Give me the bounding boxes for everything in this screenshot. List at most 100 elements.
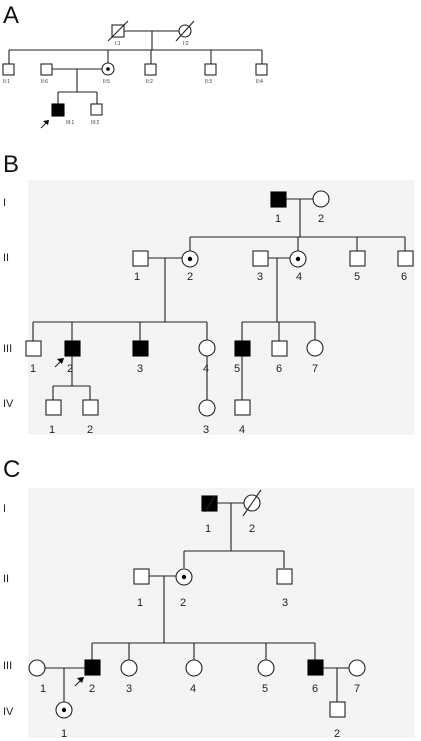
c-ii3-male <box>276 568 293 585</box>
a-label-ii2: II:2 <box>146 79 153 85</box>
c-label-iii7: 7 <box>354 683 360 695</box>
b-label-iv3: 3 <box>203 424 209 436</box>
b-iii1-male <box>25 340 42 357</box>
b-gen-iii: III <box>3 343 12 355</box>
b-iii3-affected-male <box>132 340 149 357</box>
b-ii6-male <box>397 250 414 267</box>
a-label-iii2: III:2 <box>91 120 100 126</box>
c-label-ii3: 3 <box>282 597 288 609</box>
a-i2-deceased-slash <box>175 20 195 42</box>
b-label-i1: 1 <box>275 213 281 225</box>
panel-b: B I II III IV 1 2 1 2 3 4 5 6 <box>3 151 415 436</box>
c-label-ii2: 2 <box>180 597 186 609</box>
a-ii2-male <box>144 63 157 76</box>
c-ii1-male <box>133 568 150 585</box>
b-label-iv2: 2 <box>87 424 93 436</box>
b-iii2-affected-male <box>64 340 81 357</box>
a-label-iii1: III:1 <box>66 120 75 126</box>
b-label-iii1: 1 <box>30 363 36 375</box>
b-iv1-male <box>45 399 62 416</box>
b-label-iii4: 4 <box>203 363 209 375</box>
b-iii5-affected-male <box>234 340 251 357</box>
a-ii3-male <box>204 63 217 76</box>
c-background <box>28 488 415 738</box>
b-iv2-male <box>82 399 99 416</box>
c-gen-iii: III <box>3 660 12 672</box>
c-iii7-female <box>348 659 366 677</box>
c-iv1-carrier-dot <box>61 707 67 713</box>
a-label-ii3: II:3 <box>205 79 212 85</box>
a-iii1-affected-male <box>51 103 65 117</box>
panel-c-letter: C <box>3 456 20 483</box>
b-ii1-male <box>132 250 149 267</box>
c-iii4-female <box>185 659 203 677</box>
b-iii6-male <box>271 340 288 357</box>
b-gen-ii: II <box>3 252 9 264</box>
b-ii2-carrier-dot <box>187 256 193 262</box>
b-iv4-male <box>234 399 251 416</box>
c-i1-deceased-slash <box>204 495 216 513</box>
a-label-ii5: II:5 <box>103 79 110 85</box>
a-ii5-carrier-dot <box>106 67 110 71</box>
c-label-iii4: 4 <box>190 683 196 695</box>
c-iii5-female <box>257 659 275 677</box>
b-label-iii5: 5 <box>234 363 240 375</box>
b-label-iii7: 7 <box>312 363 318 375</box>
a-ii6-male <box>40 63 53 76</box>
c-iii3-female <box>120 659 138 677</box>
c-label-iv1: 1 <box>61 728 67 740</box>
b-i1-affected-male <box>270 191 287 208</box>
c-label-iii5: 5 <box>262 683 268 695</box>
c-i2-deceased-slash <box>242 489 262 517</box>
b-iv3-female <box>198 399 216 417</box>
a-ii4-male <box>255 63 268 76</box>
c-iv2-male <box>329 701 346 718</box>
b-i2-female <box>312 190 330 208</box>
panel-a-letter: A <box>3 2 19 29</box>
b-label-ii2: 2 <box>187 271 193 283</box>
a-proband-arrowhead-icon <box>43 120 49 125</box>
b-ii3-male <box>252 250 269 267</box>
b-ii4-carrier-dot <box>295 256 301 262</box>
b-label-ii6: 6 <box>401 271 407 283</box>
a-iii2-male <box>90 103 103 116</box>
b-label-iii3: 3 <box>137 363 143 375</box>
c-label-iii2: 2 <box>89 683 95 695</box>
b-proband-arrowhead-icon <box>57 358 64 364</box>
panel-c: C I II III IV 1 2 1 2 3 <box>3 456 415 740</box>
a-label-ii4: II:4 <box>256 79 263 85</box>
b-iii7-female <box>306 339 324 357</box>
a-i1-deceased-slash <box>107 20 129 42</box>
c-label-i1: 1 <box>205 523 211 535</box>
panel-b-letter: B <box>3 151 19 178</box>
b-label-iii2: 2 <box>67 363 73 375</box>
c-iii1-female <box>28 659 46 677</box>
a-ii1-male <box>2 63 15 76</box>
c-gen-i: I <box>3 503 6 515</box>
b-label-iii6: 6 <box>276 363 282 375</box>
c-label-ii1: 1 <box>137 597 143 609</box>
c-label-iii1: 1 <box>40 683 46 695</box>
b-gen-i: I <box>3 197 6 209</box>
b-label-i2: 2 <box>318 213 324 225</box>
c-label-iii6: 6 <box>312 683 318 695</box>
c-i1-affected-male <box>201 495 218 512</box>
c-iii6-affected-male <box>307 659 324 676</box>
panel-a: A I:1 I:2 II:1 II:6 II:5 II:2 II:3 II:4 <box>2 2 268 129</box>
b-label-ii3: 3 <box>257 271 263 283</box>
b-label-iv1: 1 <box>49 424 55 436</box>
a-label-ii1: II:1 <box>3 79 10 85</box>
b-label-ii5: 5 <box>354 271 360 283</box>
b-background <box>28 180 415 435</box>
b-iii4-female <box>198 339 216 357</box>
b-label-ii1: 1 <box>134 271 140 283</box>
c-iii2-affected-male <box>84 659 101 676</box>
c-proband-arrowhead-icon <box>77 677 84 683</box>
b-ii5-male <box>349 250 366 267</box>
b-label-iv4: 4 <box>239 424 245 436</box>
b-gen-iv: IV <box>3 398 14 410</box>
b-label-ii4: 4 <box>296 271 302 283</box>
c-ii2-carrier-dot <box>181 574 187 580</box>
c-gen-ii: II <box>3 573 9 585</box>
